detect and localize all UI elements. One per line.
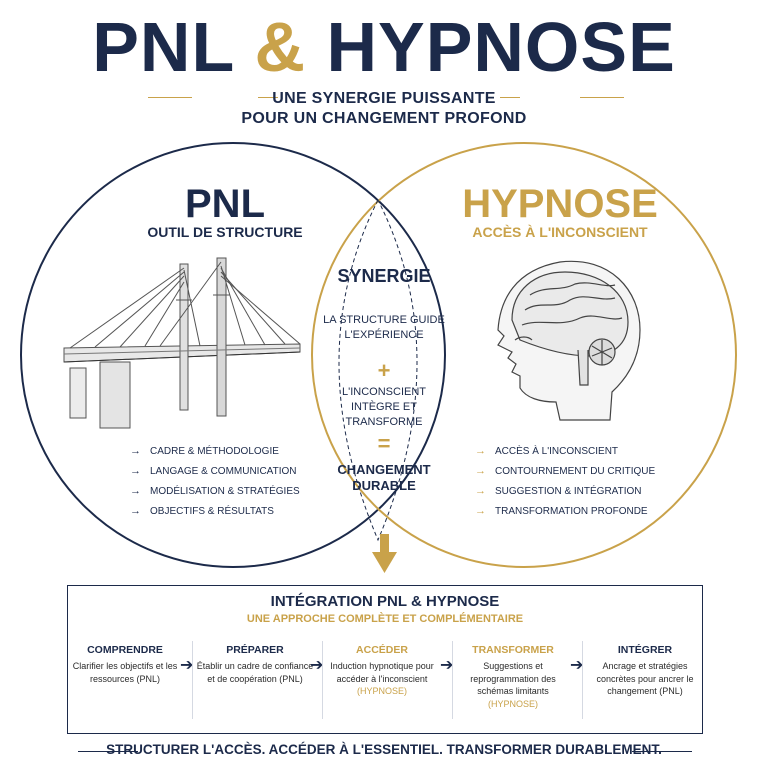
step-name: TRANSFORMER [472, 644, 554, 656]
synergy-result: CHANGEMENT DURABLE [337, 462, 431, 493]
list-item-label: ACCÈS À L'INCONSCIENT [495, 445, 619, 457]
arrow-down-icon [372, 534, 397, 573]
hypnose-title: HYPNOSE [462, 182, 658, 226]
step-name: ACCÉDER [356, 644, 408, 656]
title-pnl: PNL [92, 8, 234, 86]
list-item: → SUGGESTION & INTÉGRATION [475, 481, 655, 501]
list-item-label: SUGGESTION & INTÉGRATION [495, 485, 642, 497]
synergy-line-2: L'INCONSCIENT INTÈGRE ET TRANSFORME [342, 386, 426, 428]
step-note: (HYPNOSE) [356, 686, 407, 696]
integration-box [67, 585, 703, 734]
pnl-title: PNL [185, 182, 265, 226]
synergy-lens [338, 198, 418, 542]
pnl-subtitle: OUTIL DE STRUCTURE [147, 224, 303, 240]
arrow-right-icon: ➔ [180, 657, 194, 674]
arrow-right-icon: → [475, 485, 486, 497]
subtitle-line-2: POUR UN CHANGEMENT PROFOND [241, 110, 527, 127]
list-item: → ACCÈS À L'INCONSCIENT [475, 441, 655, 461]
arrow-right-icon: → [130, 445, 141, 457]
synergy-line-1: LA STRUCTURE GUIDE L'EXPÉRIENCE [323, 314, 445, 341]
step-comprendre: COMPRENDRE Clarifier les objectifs et le… [65, 644, 185, 685]
arrow-right-icon: ➔ [440, 657, 454, 674]
step-description: Ancrage et stratégies concrètes pour anc… [596, 661, 694, 696]
arrow-right-icon: → [130, 485, 141, 497]
step-acceder: ACCÉDER Induction hypnotique pour accéde… [322, 644, 442, 698]
integration-subtitle: UNE APPROCHE COMPLÈTE ET COMPLÉMENTAIRE [246, 613, 524, 625]
hypnose-list: → ACCÈS À L'INCONSCIENT → CONTOURNEMENT DU… [475, 441, 655, 521]
step-name: PRÉPARER [226, 644, 284, 656]
subtitle-rule-left-outer [148, 97, 192, 98]
arrow-right-icon: → [130, 505, 141, 517]
pnl-circle [20, 142, 446, 568]
subtitle-rule-left-inner [258, 97, 278, 98]
list-item: → LANGAGE & COMMUNICATION [130, 461, 300, 481]
step-description: Établir un cadre de confiance et de coop… [196, 661, 314, 684]
step-integrer: INTÉGRER Ancrage et stratégies concrètes… [585, 644, 705, 698]
step-name: INTÉGRER [617, 644, 673, 656]
title-ampersand: & [254, 8, 306, 86]
footer-rule-right [632, 751, 692, 752]
list-item-label: OBJECTIFS & RÉSULTATS [150, 505, 274, 517]
step-preparer: PRÉPARER Établir un cadre de confiance e… [195, 644, 315, 685]
arrow-right-icon: → [475, 505, 486, 517]
equals-sign: = [377, 431, 391, 456]
synergy-title: SYNERGIE [337, 266, 431, 286]
arrow-right-icon: → [130, 465, 141, 477]
plus-sign: + [377, 358, 391, 383]
list-item: → TRANSFORMATION PROFONDE [475, 501, 655, 521]
arrow-right-icon: ➔ [310, 657, 324, 674]
list-item-label: CONTOURNEMENT DU CRITIQUE [495, 465, 656, 477]
list-item: → CADRE & MÉTHODOLOGIE [130, 441, 300, 461]
pnl-list: → CADRE & MÉTHODOLOGIE → LANGAGE & COMMUNI… [130, 441, 300, 521]
list-item: → MODÉLISATION & STRATÉGIES [130, 481, 300, 501]
footer-rule-left [78, 751, 138, 752]
step-divider [582, 641, 583, 719]
list-item: → CONTOURNEMENT DU CRITIQUE [475, 461, 655, 481]
hypnose-circle [311, 142, 737, 568]
arrow-right-icon: ➔ [570, 657, 584, 674]
arrow-right-icon: → [475, 465, 486, 477]
title-hypnose: HYPNOSE [326, 8, 676, 86]
step-divider [192, 641, 193, 719]
list-item: → OBJECTIFS & RÉSULTATS [130, 501, 300, 521]
step-divider [452, 641, 453, 719]
list-item-label: TRANSFORMATION PROFONDE [495, 505, 648, 517]
step-name: COMPRENDRE [87, 644, 163, 656]
subtitle-rule-right-inner [500, 97, 520, 98]
step-description: Suggestions et reprogrammation des schém… [470, 661, 556, 696]
subtitle-rule-right-outer [580, 97, 624, 98]
footer-tagline: STRUCTURER L'ACCÈS. ACCÉDER À L'ESSENTIE… [106, 742, 662, 757]
step-transformer: TRANSFORMER Suggestions et reprogrammati… [453, 644, 573, 710]
step-note: (HYPNOSE) [487, 698, 538, 709]
brain-head-illustration [497, 260, 641, 421]
arrow-right-icon: → [475, 445, 486, 457]
list-item-label: MODÉLISATION & STRATÉGIES [150, 485, 300, 497]
hypnose-subtitle: ACCÈS À L'INCONSCIENT [472, 224, 648, 240]
step-description: Induction hypnotique pour accéder à l'in… [330, 661, 434, 684]
step-divider [322, 641, 323, 719]
bridge-illustration [63, 257, 301, 429]
page-title: PNL & HYPNOSE [0, 8, 768, 86]
integration-title: INTÉGRATION PNL & HYPNOSE [270, 593, 500, 610]
list-item-label: CADRE & MÉTHODOLOGIE [150, 445, 279, 457]
subtitle-line-1: UNE SYNERGIE PUISSANTE [272, 90, 496, 107]
list-item-label: LANGAGE & COMMUNICATION [150, 465, 297, 477]
step-description: Clarifier les objectifs et les ressource… [72, 661, 178, 684]
